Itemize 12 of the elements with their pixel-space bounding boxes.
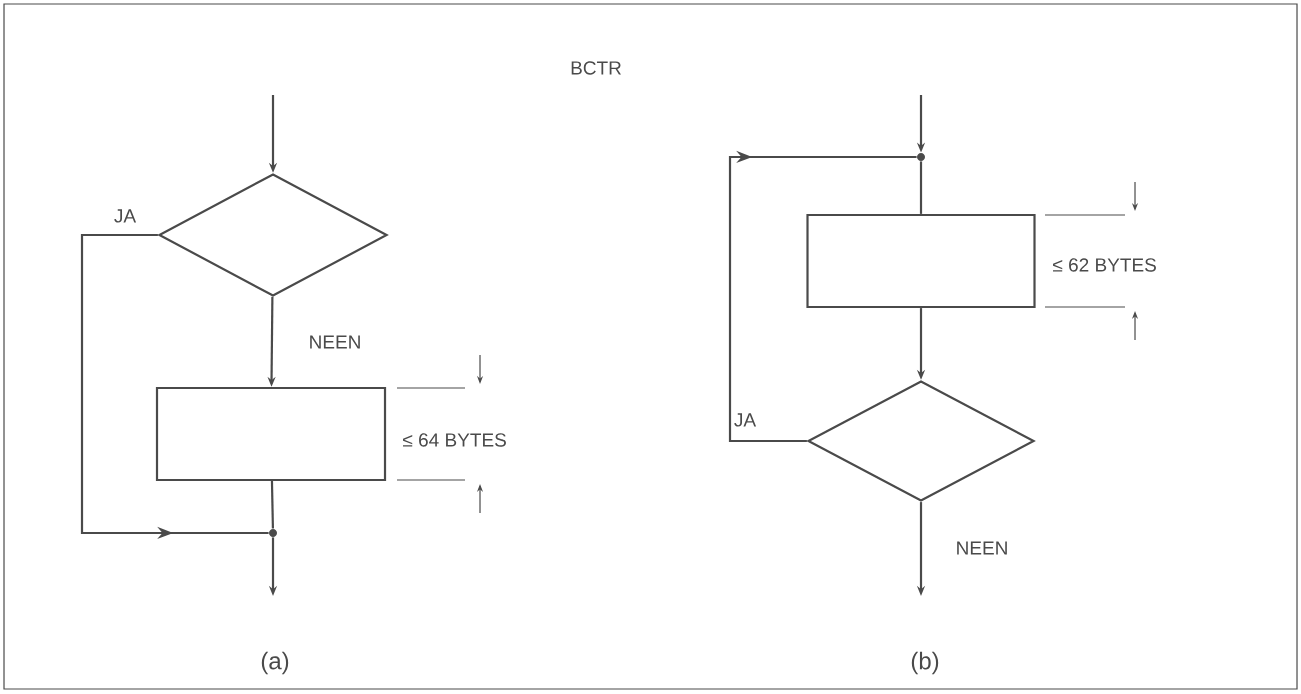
edge-label: JA	[114, 209, 137, 223]
panel-label: (b)	[911, 651, 939, 675]
title: BCTR	[571, 61, 621, 75]
panel-label: (a)	[261, 651, 289, 675]
edge-label: JA	[734, 413, 757, 427]
edge-label: NEEN	[957, 541, 1007, 555]
size-label: ≤ 64 BYTES	[403, 433, 506, 447]
process-box	[806, 213, 1036, 309]
process-box	[155, 386, 387, 482]
edge-label: NEEN	[310, 335, 360, 349]
arrow	[728, 150, 917, 443]
size-label: ≤ 62 BYTES	[1053, 258, 1156, 272]
